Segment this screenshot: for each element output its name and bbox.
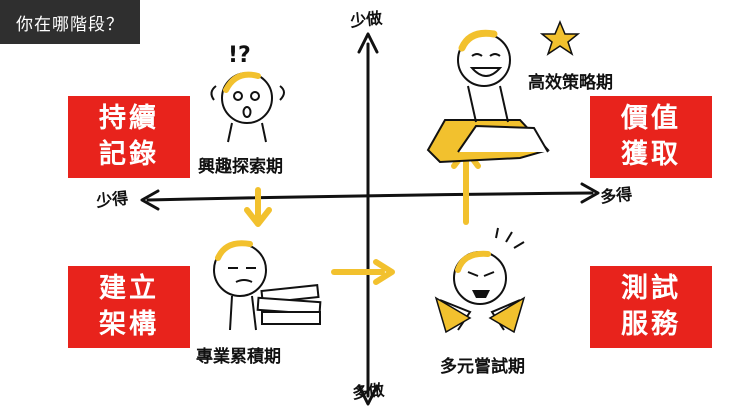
box-line-1: 測試	[621, 273, 681, 304]
box-line-1: 建立	[99, 273, 159, 304]
arrow-down-icon	[244, 187, 272, 227]
tired-character-icon	[213, 240, 322, 331]
box-value-capture: 價值 獲取	[590, 96, 712, 178]
box-test-service: 測試 服務	[590, 266, 712, 348]
phase-label-interest: 興趣探索期	[198, 157, 283, 177]
box-build-framework: 建立 架構	[68, 266, 190, 348]
box-line-2: 服務	[621, 309, 681, 340]
phase-label-professional: 專業累積期	[196, 347, 281, 367]
box-line-2: 架構	[99, 309, 159, 340]
page-title: 你在哪階段？	[0, 0, 140, 44]
confident-character-icon	[426, 20, 581, 164]
axis-label-left: 少得	[95, 188, 130, 211]
box-line-2: 獲取	[621, 139, 681, 170]
phase-label-diverse: 多元嘗試期	[440, 357, 525, 377]
axis-label-right: 多得	[599, 184, 634, 207]
phase-label-efficient: 高效策略期	[528, 73, 613, 93]
axis-label-bottom: 多做	[351, 380, 386, 403]
svg-text:!?: !?	[228, 43, 251, 68]
curious-character-icon: !?	[210, 43, 285, 143]
box-continuous-record: 持續 記錄	[68, 96, 190, 178]
determined-character-icon	[434, 227, 526, 334]
vertical-axis	[357, 32, 379, 406]
horizontal-axis	[140, 182, 600, 211]
box-line-1: 價值	[621, 103, 681, 134]
box-line-2: 記錄	[99, 139, 159, 170]
arrow-right-icon	[331, 259, 395, 285]
box-line-1: 持續	[99, 103, 159, 134]
axis-label-top: 少做	[349, 8, 384, 31]
